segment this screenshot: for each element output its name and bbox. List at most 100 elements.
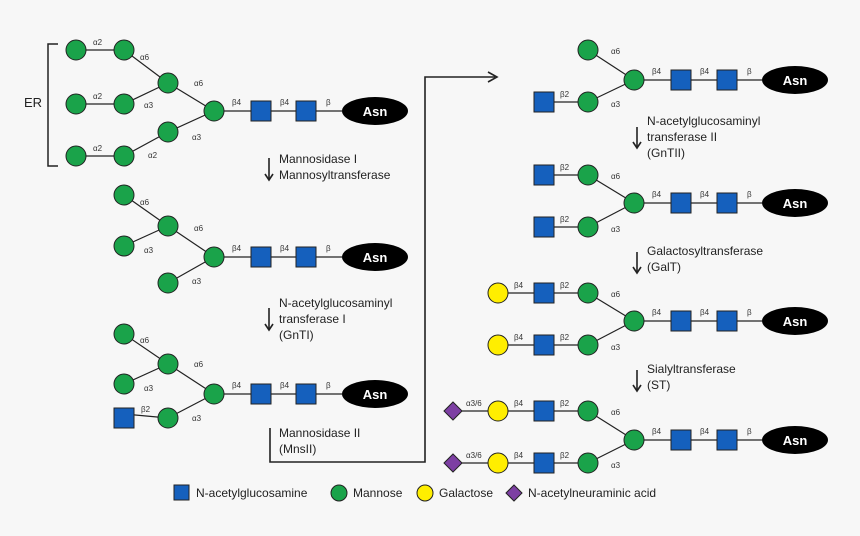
mannose-residue bbox=[113, 93, 135, 115]
mannose-residue bbox=[113, 145, 135, 167]
bond-label: β bbox=[326, 381, 331, 390]
glcnac-residue bbox=[250, 246, 272, 268]
bond-label: β4 bbox=[700, 427, 710, 436]
bond-label: α3 bbox=[192, 133, 202, 142]
bond-label: β bbox=[747, 427, 752, 436]
sialic-acid-residue bbox=[443, 453, 463, 473]
asn-residue bbox=[762, 189, 828, 217]
bond-label: β4 bbox=[652, 308, 662, 317]
bond-label: α3 bbox=[611, 461, 621, 470]
bond-label: α3 bbox=[611, 343, 621, 352]
asn-residue bbox=[342, 243, 408, 271]
bond-label: β2 bbox=[560, 90, 570, 99]
mannose-residue bbox=[577, 216, 599, 238]
step-gntii-line3: (GnTII) bbox=[647, 146, 685, 160]
bond-label: α6 bbox=[611, 172, 621, 181]
asn-residue bbox=[762, 426, 828, 454]
bond-label: α3 bbox=[192, 277, 202, 286]
step-arrow-head bbox=[264, 323, 274, 332]
mannose-residue bbox=[577, 91, 599, 113]
step-arrow-head bbox=[632, 384, 642, 393]
glcnac-residue bbox=[716, 192, 738, 214]
legend-glcnac-square bbox=[173, 484, 190, 501]
mannose-residue bbox=[577, 400, 599, 422]
connector-arrow bbox=[269, 76, 495, 463]
galactose-residue bbox=[487, 334, 509, 356]
bond-label: β4 bbox=[232, 381, 242, 390]
bond-label: α3/6 bbox=[466, 399, 482, 408]
glcnac-residue bbox=[533, 334, 555, 356]
glcnac-residue bbox=[295, 246, 317, 268]
glcnac-residue bbox=[250, 100, 272, 122]
bond-label: α6 bbox=[611, 408, 621, 417]
bond-label: β2 bbox=[560, 281, 570, 290]
glcnac-residue bbox=[670, 192, 692, 214]
glcnac-residue bbox=[533, 282, 555, 304]
bond-label: β bbox=[326, 98, 331, 107]
glcnac-residue bbox=[670, 310, 692, 332]
step-arrow-head bbox=[632, 266, 642, 275]
bond-label: β bbox=[326, 244, 331, 253]
asn-label: Asn bbox=[783, 433, 808, 448]
bond-label: β bbox=[747, 190, 752, 199]
step-gnti-line1: N-acetylglucosaminyl bbox=[279, 296, 392, 310]
mannose-residue bbox=[157, 72, 179, 94]
bond-label: α6 bbox=[140, 336, 150, 345]
bond-label: α6 bbox=[194, 360, 204, 369]
mannose-residue bbox=[203, 246, 225, 268]
glcnac-residue bbox=[295, 100, 317, 122]
mannose-residue bbox=[577, 334, 599, 356]
bond-label: α3 bbox=[144, 384, 154, 393]
bond-label: α6 bbox=[611, 290, 621, 299]
pathway-arrows bbox=[264, 71, 642, 463]
mannose-residue bbox=[113, 373, 135, 395]
asn-residue bbox=[342, 97, 408, 125]
glcnac-residue bbox=[113, 407, 135, 429]
galactose-residue bbox=[487, 452, 509, 474]
mannose-residue bbox=[113, 39, 135, 61]
asn-label: Asn bbox=[363, 250, 388, 265]
bond-label: β4 bbox=[514, 399, 524, 408]
bond-label: β2 bbox=[141, 405, 151, 414]
asn-residue bbox=[762, 66, 828, 94]
mannose-residue bbox=[113, 184, 135, 206]
bond-label: β4 bbox=[232, 244, 242, 253]
mannose-residue bbox=[113, 323, 135, 345]
step-mannosidase-i-line1: Mannosidase I bbox=[279, 152, 357, 166]
bond-label: β2 bbox=[560, 451, 570, 460]
er-bracket bbox=[47, 43, 58, 167]
mannose-residue bbox=[623, 429, 645, 451]
bond-label: α6 bbox=[194, 79, 204, 88]
mannose-residue bbox=[65, 93, 87, 115]
asn-label: Asn bbox=[783, 196, 808, 211]
legend-sialic-diamond bbox=[505, 484, 523, 502]
step-arrow-head bbox=[632, 141, 642, 150]
bond-label: β4 bbox=[280, 98, 290, 107]
step-st-line1: Sialyltransferase bbox=[647, 362, 736, 376]
mannose-residue bbox=[203, 100, 225, 122]
legend-sialic-label: N-acetylneuraminic acid bbox=[528, 486, 656, 500]
asn-residue bbox=[342, 380, 408, 408]
legend-mannose-circle bbox=[330, 484, 348, 502]
bond-label: β4 bbox=[652, 190, 662, 199]
bond-label: β2 bbox=[560, 333, 570, 342]
glcnac-residue bbox=[533, 400, 555, 422]
bond-label: α2 bbox=[148, 151, 158, 160]
galactose-residue bbox=[487, 400, 509, 422]
bond-label: α6 bbox=[140, 53, 150, 62]
glcnac-residue bbox=[716, 69, 738, 91]
mannose-residue bbox=[623, 69, 645, 91]
bond-label: α3 bbox=[611, 225, 621, 234]
bond-label: β4 bbox=[700, 190, 710, 199]
glcnac-residue bbox=[533, 164, 555, 186]
galactose-residue bbox=[487, 282, 509, 304]
mannose-residue bbox=[157, 121, 179, 143]
legend-glcnac-label: N-acetylglucosamine bbox=[196, 486, 308, 500]
asn-label: Asn bbox=[783, 73, 808, 88]
step-arrow-head bbox=[264, 173, 274, 182]
step-gnti-line3: (GnTI) bbox=[279, 328, 314, 342]
step-mnsii-line2: (MnsII) bbox=[279, 442, 316, 456]
